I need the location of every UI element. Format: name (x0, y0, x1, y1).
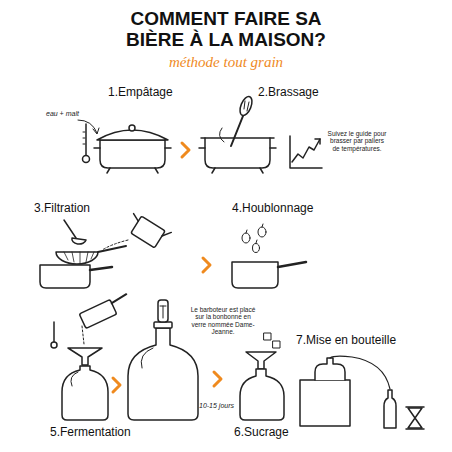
pot-icon (232, 262, 306, 288)
thermometer-icon (83, 124, 90, 163)
jug-icon (240, 369, 284, 420)
step-label: 6.Sucrage (234, 426, 324, 440)
pot-icon (199, 138, 276, 173)
title: COMMENT FAIRE SA BIÈRE À LA MAISON? (101, 8, 351, 50)
step-label: 2.Brassage (258, 86, 348, 100)
note: Suivez le guide pour brasser par paliers… (326, 130, 388, 152)
bottling-icon (300, 356, 396, 428)
chart-icon (290, 136, 322, 168)
note: Le barboteur est placé sur la bonbonne e… (188, 306, 258, 336)
note: eau + malt (46, 110, 86, 118)
sugar-icon (264, 333, 280, 348)
step-chevron (214, 372, 221, 386)
strainer-icon (56, 246, 126, 264)
demijohn-icon (128, 300, 198, 420)
hop-icon (242, 224, 266, 253)
pan-icon (79, 292, 132, 328)
kettle-icon (124, 210, 171, 251)
subtitle: méthode tout grain (126, 54, 326, 71)
step-label: 5.Fermentation (50, 426, 160, 440)
step-chevron (203, 258, 210, 272)
step-label: 7.Mise en bouteille (296, 334, 426, 348)
duration-note: 10-15 jours (199, 402, 241, 410)
ladle-icon (64, 220, 86, 244)
hourglass-icon (406, 407, 424, 429)
pot-icon (40, 265, 112, 288)
spoon-icon (219, 95, 254, 146)
jug-icon (62, 366, 108, 420)
funnel-icon (68, 348, 102, 365)
step-label: 1.Empâtage (108, 86, 198, 100)
thermometer-icon (51, 322, 57, 348)
step-chevron (113, 378, 120, 392)
pour-stream (102, 240, 128, 250)
step-label: 4.Houblonnage (232, 202, 332, 216)
funnel-icon (246, 352, 276, 369)
step-chevron (182, 143, 189, 157)
pot-icon (94, 125, 171, 173)
step-label: 3.Filtration (34, 202, 124, 216)
